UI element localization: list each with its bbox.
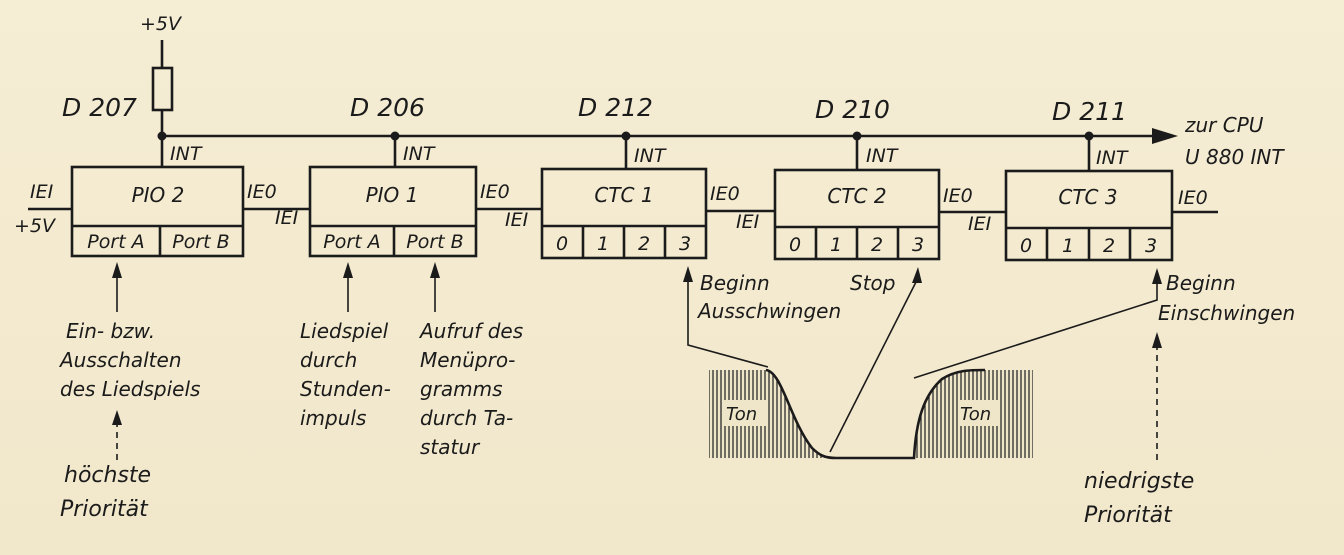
arrow-up-icon xyxy=(343,262,353,278)
supply-label-top: +5V xyxy=(140,13,183,35)
int-pin-label: INT xyxy=(403,143,436,165)
iei-pin-label: IEI xyxy=(275,207,299,229)
channel-label: 2 xyxy=(1103,235,1115,257)
note-pio1-port-a: Liedspiel durch Stunden- impuls xyxy=(300,319,397,430)
chip-d210: D 210 INT CTC 2 0 1 2 3 IEI IE0 xyxy=(736,95,973,261)
channel-label: 1 xyxy=(830,234,842,256)
chip-d212: D 212 INT CTC 1 0 1 2 3 IEI IE0 xyxy=(505,93,740,260)
pullup-resistor xyxy=(151,66,174,112)
chip-name: CTC 1 xyxy=(594,183,653,207)
trigger-line-ctc1 xyxy=(687,278,769,368)
cpu-label-line1: zur CPU xyxy=(1184,113,1264,137)
int-pin-label: INT xyxy=(866,145,899,167)
port-label: Port A xyxy=(323,231,380,253)
trigger-line-ctc2 xyxy=(829,279,918,453)
channel-label: 1 xyxy=(597,233,609,255)
channel-label: 0 xyxy=(556,233,568,255)
priority-highest: höchste Priorität xyxy=(60,463,158,522)
tone-label-right: Ton xyxy=(960,404,991,425)
cpu-label-line2: U 880 INT xyxy=(1185,145,1285,169)
chip-designator: D 212 xyxy=(578,93,653,122)
arrow-up-icon xyxy=(430,262,440,278)
iei-supply-label: +5V xyxy=(14,215,57,237)
iei-pin-label: IEI xyxy=(968,213,992,235)
arrow-up-icon xyxy=(1152,332,1162,348)
arrow-up-icon xyxy=(1152,268,1162,284)
trigger-line-ctc3 xyxy=(913,282,1158,379)
chip-name: CTC 3 xyxy=(1058,185,1117,209)
envelope-curve xyxy=(765,368,986,460)
chip-box xyxy=(70,165,245,258)
ieo-pin-label: IE0 xyxy=(943,185,973,207)
iei-pin-label: IEI xyxy=(30,181,54,203)
channel-label: 1 xyxy=(1062,235,1074,257)
note-ctc3: Beginn Einschwingen xyxy=(1158,271,1295,325)
int-pin-label: INT xyxy=(1096,147,1129,169)
channel-label: 0 xyxy=(1020,235,1032,257)
ieo-pin-label: IE0 xyxy=(480,181,510,203)
chip-designator: D 207 xyxy=(62,93,137,122)
port-label: Port B xyxy=(172,231,229,253)
bus-junction-dot xyxy=(157,131,167,141)
channel-label: 3 xyxy=(679,233,691,255)
iei-pin-label: IEI xyxy=(736,211,760,233)
port-label: Port B xyxy=(406,231,463,253)
chip-d206: D 206 INT PIO 1 Port A Port B IEI IE0 xyxy=(275,93,510,258)
channel-label: 3 xyxy=(912,234,924,256)
note-ctc1: Beginn Ausschwingen xyxy=(696,271,841,323)
tone-envelope-waveform: Ton Ton xyxy=(709,368,1033,460)
channel-label: 2 xyxy=(638,233,650,255)
chip-name: PIO 1 xyxy=(366,183,419,207)
note-ctc2: Stop xyxy=(850,271,895,295)
port-label: Port A xyxy=(87,231,144,253)
chip-name: CTC 2 xyxy=(827,184,886,208)
ieo-pin-label: IE0 xyxy=(247,181,277,203)
int-pin-label: INT xyxy=(170,143,203,165)
chip-designator: D 206 xyxy=(350,93,425,122)
channel-label: 0 xyxy=(789,234,801,256)
chip-d211: D 211 INT CTC 3 0 1 2 3 IEI IE0 xyxy=(968,97,1218,262)
bus-arrow-icon xyxy=(1152,128,1178,144)
priority-lowest: niedrigste Priorität xyxy=(1084,469,1201,528)
note-pio2: Ein- bzw. Ausschalten des Liedspiels xyxy=(58,319,200,401)
ieo-pin-label: IE0 xyxy=(1178,187,1208,209)
int-pin-label: INT xyxy=(634,145,667,167)
chip-d207: D 207 INT PIO 2 Port A Port B IEI +5V IE… xyxy=(14,93,277,258)
arrow-up-icon xyxy=(112,410,122,425)
note-pio1-port-b: Aufruf des Menüpro- gramms durch Ta- sta… xyxy=(418,319,529,459)
ieo-pin-label: IE0 xyxy=(710,183,740,205)
channel-label: 3 xyxy=(1145,235,1157,257)
arrow-up-icon xyxy=(112,262,122,278)
iei-pin-label: IEI xyxy=(505,209,529,231)
arrow-up-icon xyxy=(683,266,693,282)
channel-label: 2 xyxy=(871,234,883,256)
chip-designator: D 211 xyxy=(1052,97,1127,126)
chip-designator: D 210 xyxy=(815,95,890,124)
arrow-up-icon xyxy=(912,267,922,283)
chip-name: PIO 2 xyxy=(132,183,185,207)
tone-label-left: Ton xyxy=(726,404,757,425)
